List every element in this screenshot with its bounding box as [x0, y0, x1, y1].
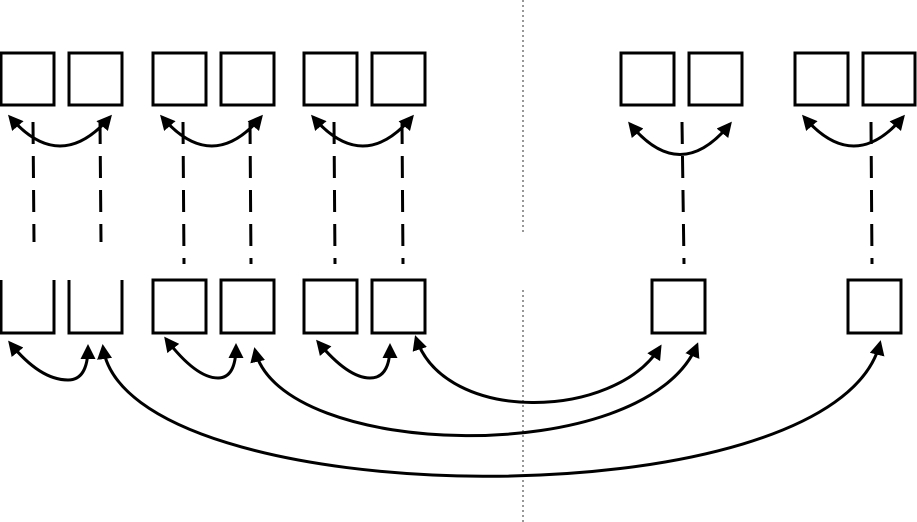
- top-swap-arrow-4: [628, 121, 732, 156]
- bottom-swap-arrows: [8, 336, 398, 382]
- bottom-cell-3: [151, 278, 208, 335]
- bottom-swap-arrow-2: [164, 336, 244, 380]
- long-arrow-2: [250, 342, 700, 438]
- bottom-open-cell-2: [67, 280, 124, 335]
- dashed-link-6: [400, 121, 405, 265]
- bottom-swap-arrow-3: [316, 339, 398, 380]
- bottom-row: [0, 278, 903, 335]
- top-swap-arrow-2: [160, 114, 263, 148]
- top-row: [0, 51, 917, 107]
- top-cell-4: [219, 51, 276, 107]
- bottom-cell-4: [219, 278, 276, 335]
- long-arrow-3: [97, 340, 885, 478]
- top-cell-7: [619, 51, 676, 107]
- bottom-cell-7: [650, 278, 707, 335]
- top-swap-arrows: [8, 114, 905, 156]
- top-cell-3: [151, 51, 208, 107]
- top-cell-8: [687, 51, 744, 107]
- dashed-links: [31, 121, 874, 265]
- top-swap-arrow-3: [311, 114, 414, 148]
- top-cell-10: [861, 51, 917, 107]
- dashed-link-2: [98, 121, 103, 243]
- dashed-link-3: [181, 121, 186, 265]
- bottom-cell-8: [846, 278, 903, 335]
- top-swap-arrow-1: [8, 114, 112, 148]
- dashed-link-4: [248, 121, 253, 265]
- bottom-cell-6: [370, 278, 427, 335]
- top-cell-2: [67, 51, 124, 107]
- top-cell-5: [302, 51, 359, 107]
- bottom-cell-5: [302, 278, 359, 335]
- dashed-link-8: [869, 121, 874, 265]
- top-cell-9: [793, 51, 850, 107]
- dashed-link-7: [680, 121, 686, 265]
- bottom-open-cell-1: [0, 280, 56, 335]
- bottom-swap-arrow-1: [8, 340, 96, 382]
- top-swap-arrow-5: [802, 114, 905, 148]
- long-range-arrows: [97, 335, 885, 478]
- top-cell-6: [370, 51, 427, 107]
- long-arrow-1: [412, 335, 662, 404]
- dashed-link-5: [332, 121, 337, 265]
- dashed-link-1: [31, 121, 36, 243]
- top-cell-1: [0, 51, 56, 107]
